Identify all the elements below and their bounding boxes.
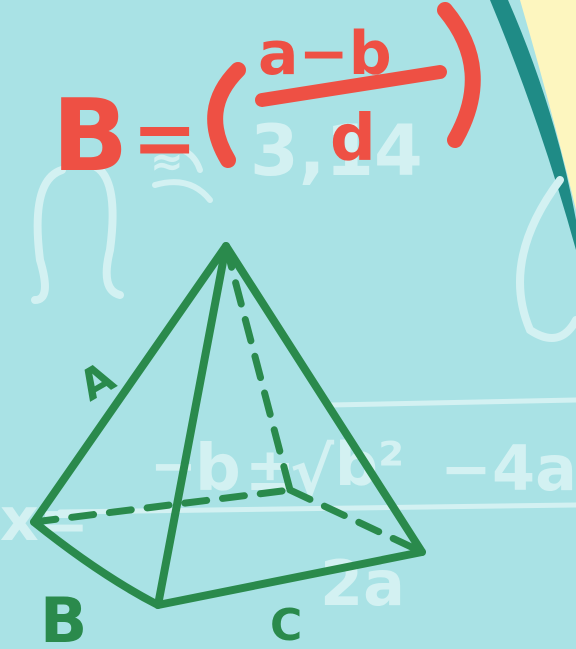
chalk-sqrt-overline <box>327 397 576 408</box>
pyramid-hidden-edge-right <box>286 486 426 556</box>
formula-right-paren <box>437 2 481 148</box>
formula-lhs: B <box>52 77 128 194</box>
chalk-text: x= − b ± √ b² −4a 2a ≈ 3,14 <box>0 110 576 620</box>
chalk-fraction-denominator: 3,14 <box>250 110 423 192</box>
pyramid-edge-left <box>30 242 230 526</box>
pyramid-base-front <box>154 548 426 609</box>
label-base: C <box>270 600 302 649</box>
formula-left-paren <box>207 62 246 168</box>
formula-fraction-bar <box>255 65 447 107</box>
pyramid-hidden-edge-left <box>30 486 294 526</box>
pyramid-base-left <box>30 518 162 609</box>
chalk-integral-sign <box>31 166 66 304</box>
chalk-quadratic-tail: −4a <box>440 432 576 505</box>
pyramid-hidden-edge-apex <box>222 242 294 494</box>
chalk-fraction-numerator: ≈ <box>150 139 184 185</box>
chalk-scribble <box>147 144 213 203</box>
pyramid-diagram <box>30 242 426 609</box>
formula-denominator: d <box>330 102 376 176</box>
formula: B = a−b d <box>52 2 481 194</box>
pyramid-edge-front <box>154 242 230 609</box>
chalk-scribble <box>516 176 576 342</box>
paper-corner <box>520 0 576 210</box>
pyramid-edge-right <box>222 242 426 556</box>
label-corner: B <box>40 584 87 649</box>
formula-equals: = <box>132 94 197 184</box>
chalk-integral-sign <box>88 161 124 299</box>
